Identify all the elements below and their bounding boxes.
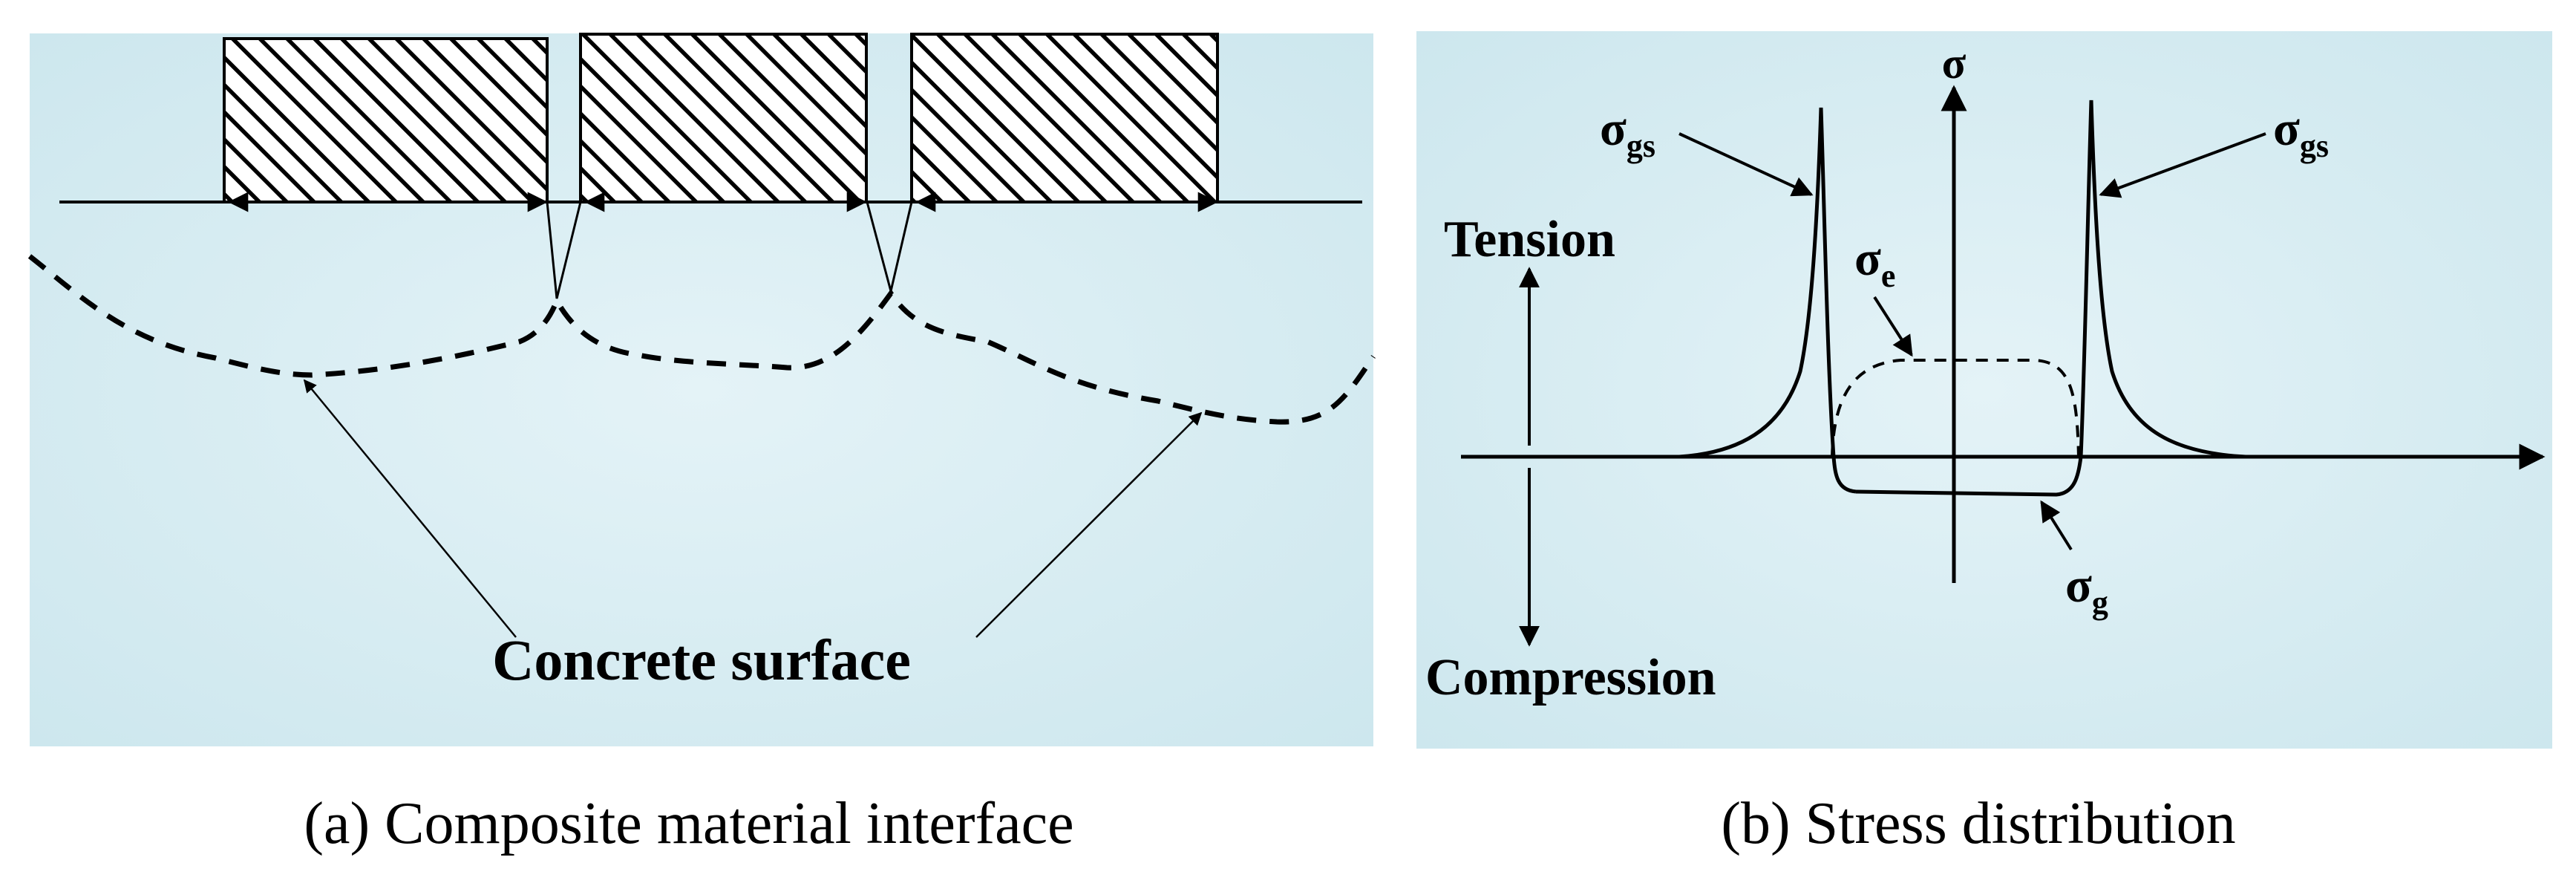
sigma-e-pointer xyxy=(1873,296,1913,357)
caption-a: (a) Composite material interface xyxy=(304,791,1073,856)
surface-pointer-left xyxy=(303,379,517,638)
sigma-g-curve xyxy=(1855,456,2083,497)
sigma-gs-right-label: σgs xyxy=(2273,102,2329,164)
composite-block-3 xyxy=(910,33,1219,203)
caption-b: (b) Stress distribution xyxy=(1721,791,2235,856)
composite-block-2 xyxy=(579,33,868,203)
sigma-gs-curve-right xyxy=(2079,100,2246,459)
sigma-gs-right-pointer xyxy=(2099,132,2266,198)
panel-a: Concrete surface xyxy=(27,33,1376,746)
sigma-g-pointer xyxy=(2040,500,2073,551)
panel-b: σ Tension Compression σgs σgs σe σg xyxy=(1416,31,2552,749)
compression-label: Compression xyxy=(1425,649,1716,706)
concrete-surface-line xyxy=(27,254,1376,425)
sigma-g-label: σg xyxy=(2065,558,2108,621)
sigma-gs-left-label: σgs xyxy=(1600,102,1655,164)
panel-b-background xyxy=(1416,31,2552,749)
surface-pointer-right xyxy=(975,411,1203,638)
sigma-axis-label: σ xyxy=(1942,39,1967,88)
sigma-e-label: σe xyxy=(1854,232,1895,294)
tension-label: Tension xyxy=(1444,211,1615,268)
sigma-e-curve xyxy=(1831,359,2080,457)
concrete-surface-label: Concrete surface xyxy=(492,628,911,692)
crack-left xyxy=(546,201,582,299)
composite-block-1 xyxy=(223,37,549,203)
sigma-gs-left-pointer xyxy=(1678,132,1814,197)
